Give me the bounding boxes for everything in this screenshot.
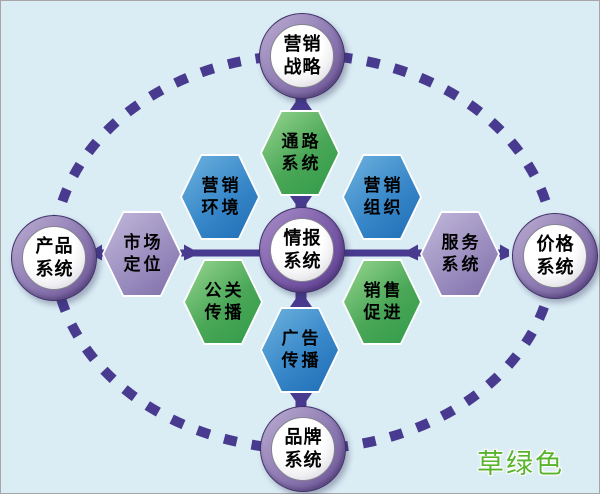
circle-inner: 产品 系统 <box>22 226 86 290</box>
circle-label-line2: 系统 <box>284 450 323 470</box>
circle-marketing-strategy: 营销 战略 <box>259 13 345 99</box>
circle-label-line1: 品牌 <box>284 427 323 447</box>
hex-label: 服务 系统 <box>439 232 482 276</box>
connector-flare-right-outer <box>500 244 509 261</box>
hex-label-line2: 系统 <box>281 154 322 173</box>
hex-label: 营销 组织 <box>361 175 404 219</box>
circle-product-system: 产品 系统 <box>11 215 97 301</box>
circle-label-line2: 战略 <box>283 57 322 77</box>
connector-flare-left-inner <box>184 244 193 261</box>
hex-label: 销售 促进 <box>361 280 404 324</box>
hex-label-line2: 定位 <box>123 255 164 274</box>
connector-flare-top-upper <box>290 102 312 110</box>
hex-label: 通路 系统 <box>279 131 322 175</box>
hex-label-line2: 促进 <box>363 303 404 322</box>
circle-label-line1: 营销 <box>283 34 322 54</box>
circle-label-line2: 系统 <box>283 251 322 271</box>
hex-label-line1: 销售 <box>363 281 404 300</box>
hex-label-line2: 组织 <box>363 198 404 217</box>
hex-label-line1: 营销 <box>201 176 242 195</box>
circle-label-line1: 情报 <box>283 228 322 248</box>
connector-flare-top-lower <box>290 196 312 204</box>
hex-label-line1: 公关 <box>204 281 245 300</box>
circle-label: 情报 系统 <box>283 227 322 273</box>
hex-label-line2: 环境 <box>201 198 242 217</box>
hex-label: 公关 传播 <box>202 280 245 324</box>
circle-label: 品牌 系统 <box>284 426 323 472</box>
hex-label-line1: 广告 <box>281 329 322 348</box>
hex-label-line2: 系统 <box>441 255 482 274</box>
circle-brand-system: 品牌 系统 <box>260 406 346 492</box>
circle-label-line2: 系统 <box>536 257 575 277</box>
hex-label-line1: 市场 <box>123 233 164 252</box>
connector-flare-bottom-upper <box>290 299 312 307</box>
circle-label: 产品 系统 <box>35 235 74 281</box>
circle-price-system: 价格 系统 <box>512 213 598 299</box>
circle-inner: 情报 系统 <box>270 218 334 282</box>
circle-label-line1: 产品 <box>35 236 74 256</box>
circle-inner: 品牌 系统 <box>271 417 335 481</box>
circle-label: 营销 战略 <box>283 33 322 79</box>
hex-label-line1: 通路 <box>281 132 322 151</box>
connector-flare-bottom-lower <box>290 393 312 401</box>
hex-label: 营销 环境 <box>199 175 242 219</box>
hex-label: 市场 定位 <box>121 232 164 276</box>
color-caption-text: 草绿色 <box>477 449 564 479</box>
circle-inner: 营销 战略 <box>270 24 334 88</box>
hex-label-line2: 传播 <box>281 351 322 370</box>
hex-label: 广告 传播 <box>279 328 322 372</box>
circle-intelligence-system: 情报 系统 <box>259 207 345 293</box>
hex-label-line1: 营销 <box>363 176 404 195</box>
circle-inner: 价格 系统 <box>523 224 587 288</box>
connector-flare-right-inner <box>409 244 418 261</box>
hex-label-line2: 传播 <box>204 303 245 322</box>
circle-label: 价格 系统 <box>536 233 575 279</box>
circle-label-line1: 价格 <box>536 234 575 254</box>
circle-label-line2: 系统 <box>35 259 74 279</box>
hex-label-line1: 服务 <box>441 233 482 252</box>
